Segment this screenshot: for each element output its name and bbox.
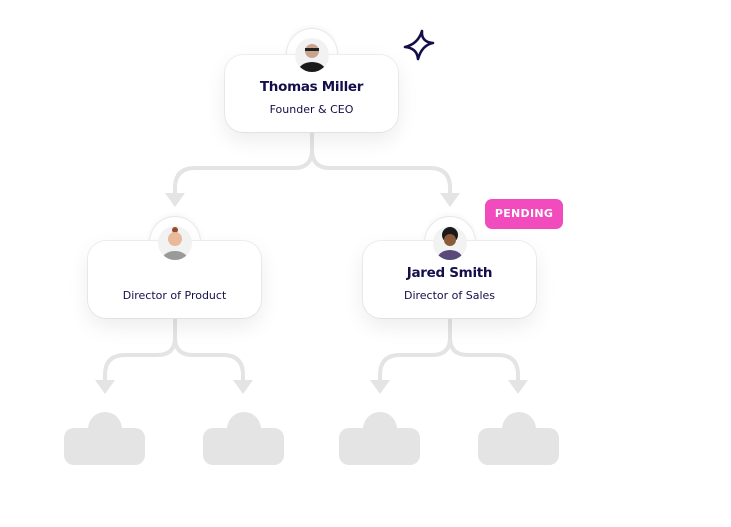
person-avatar-icon [433, 226, 467, 260]
arrow-icon [233, 380, 253, 394]
arrow-icon [95, 380, 115, 394]
placeholder-node [478, 412, 559, 465]
arrow-icon [165, 193, 185, 207]
arrow-icon [440, 193, 460, 207]
arrow-icon [370, 380, 390, 394]
placeholder-node [339, 412, 420, 465]
status-badge: PENDING [485, 199, 563, 229]
sparkle-icon [403, 29, 435, 61]
person-role: Director of Sales [403, 289, 496, 302]
person-name: Thomas Miller [259, 79, 364, 95]
person-role: Director of Product [122, 289, 227, 302]
person-name: Jared Smith [406, 265, 493, 281]
arrow-icon [508, 380, 528, 394]
person-role: Founder & CEO [269, 103, 354, 116]
placeholder-node [64, 412, 145, 465]
org-card-product[interactable]: Director of Product [88, 241, 261, 318]
person-avatar-icon [158, 226, 192, 260]
placeholder-node [203, 412, 284, 465]
person-avatar-icon [295, 38, 329, 72]
